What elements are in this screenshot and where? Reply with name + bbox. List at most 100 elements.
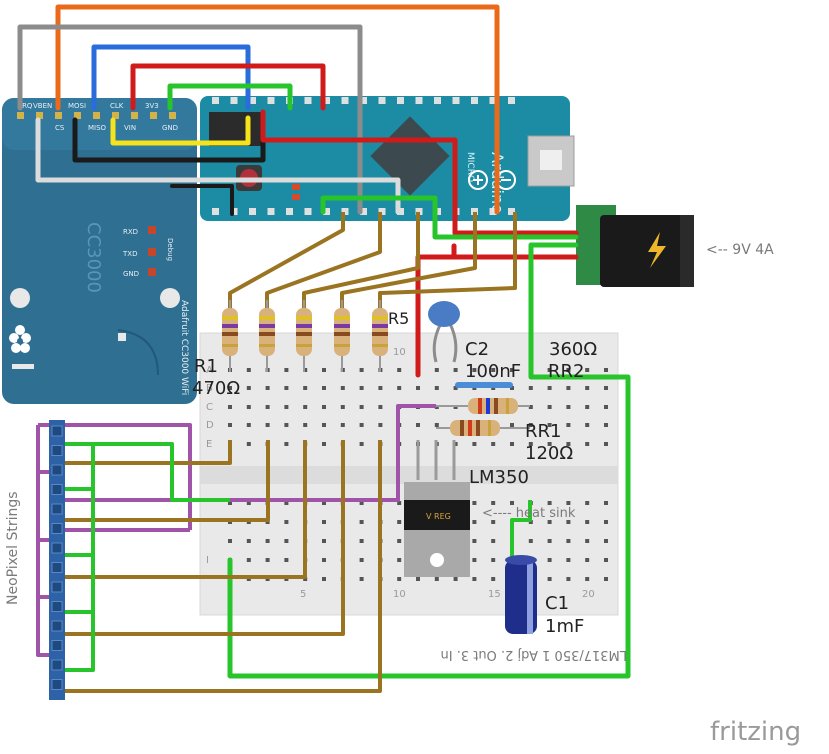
breadboard-hole [528, 423, 533, 427]
breadboard-hole [547, 539, 552, 543]
breadboard-hole [585, 558, 590, 562]
breadboard-hole [265, 386, 270, 390]
cc3000-pin-gnd: GND [162, 124, 178, 132]
microcontroller-chip [370, 116, 450, 196]
arduino-plus-icon [468, 170, 488, 190]
breadboard-hole [453, 442, 458, 446]
breadboard-hole [434, 386, 439, 390]
breadboard-hole [340, 386, 345, 390]
arduino-pin-bottom [489, 208, 497, 215]
cc3000-pin-miso: MISO [88, 124, 107, 132]
cc3000-pin-pad [36, 112, 43, 119]
arduino-pin-top [415, 97, 423, 104]
resistor-band [259, 324, 275, 328]
breadboard-hole [547, 368, 552, 372]
neopixel-pin [51, 659, 63, 671]
resistor-rr1 [436, 420, 530, 436]
neopixel-ground-wires [55, 442, 532, 672]
breadboard-hole [472, 539, 477, 543]
breadboard-hole [246, 558, 251, 562]
resistor-band [372, 332, 388, 336]
breadboard-hole [416, 423, 420, 427]
cc3000-pin-vben: VBEN [33, 102, 52, 110]
capacitor-c1 [505, 555, 537, 634]
cc3000-pin-pad [74, 112, 81, 119]
neopixel-pin [51, 523, 63, 534]
breadboard-hole [246, 386, 251, 390]
breadboard-hole [528, 539, 533, 543]
arduino-pin-top [249, 97, 256, 104]
resistor-band [334, 332, 350, 336]
arduino-pin-bottom [415, 208, 423, 215]
neopixel-pin [51, 425, 63, 437]
breadboard-hole [604, 386, 608, 390]
breadboard-hole [246, 368, 251, 372]
mount-hole-icon [160, 288, 180, 308]
cc3000-pin-3v3: 3V3 [145, 102, 159, 110]
breadboard-hole [284, 423, 289, 427]
data-wire-1 [55, 440, 232, 465]
breadboard-hole [604, 577, 608, 581]
breadboard-hole [397, 558, 402, 562]
brown-wire-5 [378, 212, 517, 316]
breadboard-hole [322, 442, 326, 446]
breadboard-hole [491, 501, 496, 505]
rr1-value-label: 120Ω [525, 443, 573, 464]
breadboard-hole [416, 386, 420, 390]
breadboard-hole [566, 368, 571, 372]
resistor-band [259, 332, 275, 336]
red-wire-bb [415, 243, 457, 378]
breadboard-hole [246, 423, 251, 427]
breadboard-hole [604, 501, 608, 505]
c1-label: C1 [545, 593, 569, 614]
breadboard-hole [359, 442, 364, 446]
blue-jumper [455, 382, 513, 388]
green-wire-power [320, 195, 579, 240]
breadboard-hole [585, 423, 590, 427]
resistor-band [222, 344, 238, 347]
breadboard-hole [246, 442, 251, 446]
breadboard-hole [265, 539, 270, 543]
breadboard-hole [284, 386, 289, 390]
rr1-label: RR1 [525, 421, 561, 442]
col-mark-5: 5 [300, 589, 306, 600]
breadboard-hole [322, 423, 326, 427]
cc3000-board: IRQ VBEN CS MOSI MISO CLK VIN 3V3 GND RX… [2, 98, 197, 404]
col-mark-20: 20 [582, 589, 595, 600]
resistor-band [372, 324, 388, 328]
resistor-rr2 [436, 398, 530, 414]
breadboard-hole [397, 501, 402, 505]
rr2-value-label: 360Ω [549, 339, 597, 360]
breadboard-hole [378, 423, 383, 427]
neopixel-pin [51, 601, 63, 612]
arduino-pin-bottom [286, 208, 293, 215]
breadboard-hole [303, 423, 308, 427]
breadboard-hole [585, 539, 590, 543]
cc3000-pin-pad [55, 112, 62, 119]
row-label-d: D [206, 420, 214, 431]
breadboard-hole [359, 405, 364, 409]
breadboard-hole [303, 386, 308, 390]
breadboard-hole [322, 558, 326, 562]
breadboard-hole [566, 386, 571, 390]
resistor-band [296, 332, 312, 336]
neopixel-pin [51, 445, 63, 456]
breadboard-hole [472, 577, 477, 581]
debug-label-gnd: GND [123, 270, 139, 278]
breadboard-hole [491, 539, 496, 543]
resistor-band [334, 344, 350, 347]
breadboard-hole [528, 520, 533, 524]
breadboard-hole [303, 577, 308, 581]
neopixel-pin [51, 581, 63, 593]
neopixel-connector [49, 420, 65, 700]
yellow-wire [110, 115, 251, 146]
neopixel-pin [51, 464, 63, 476]
breadboard-hole [566, 520, 571, 524]
breadboard-hole [322, 539, 326, 543]
cc3000-pin-pad [112, 112, 119, 119]
breadboard-hole [472, 520, 477, 524]
arduino-pin-bottom [471, 208, 478, 215]
resistor-band [259, 344, 275, 347]
breadboard-hole [566, 423, 571, 427]
